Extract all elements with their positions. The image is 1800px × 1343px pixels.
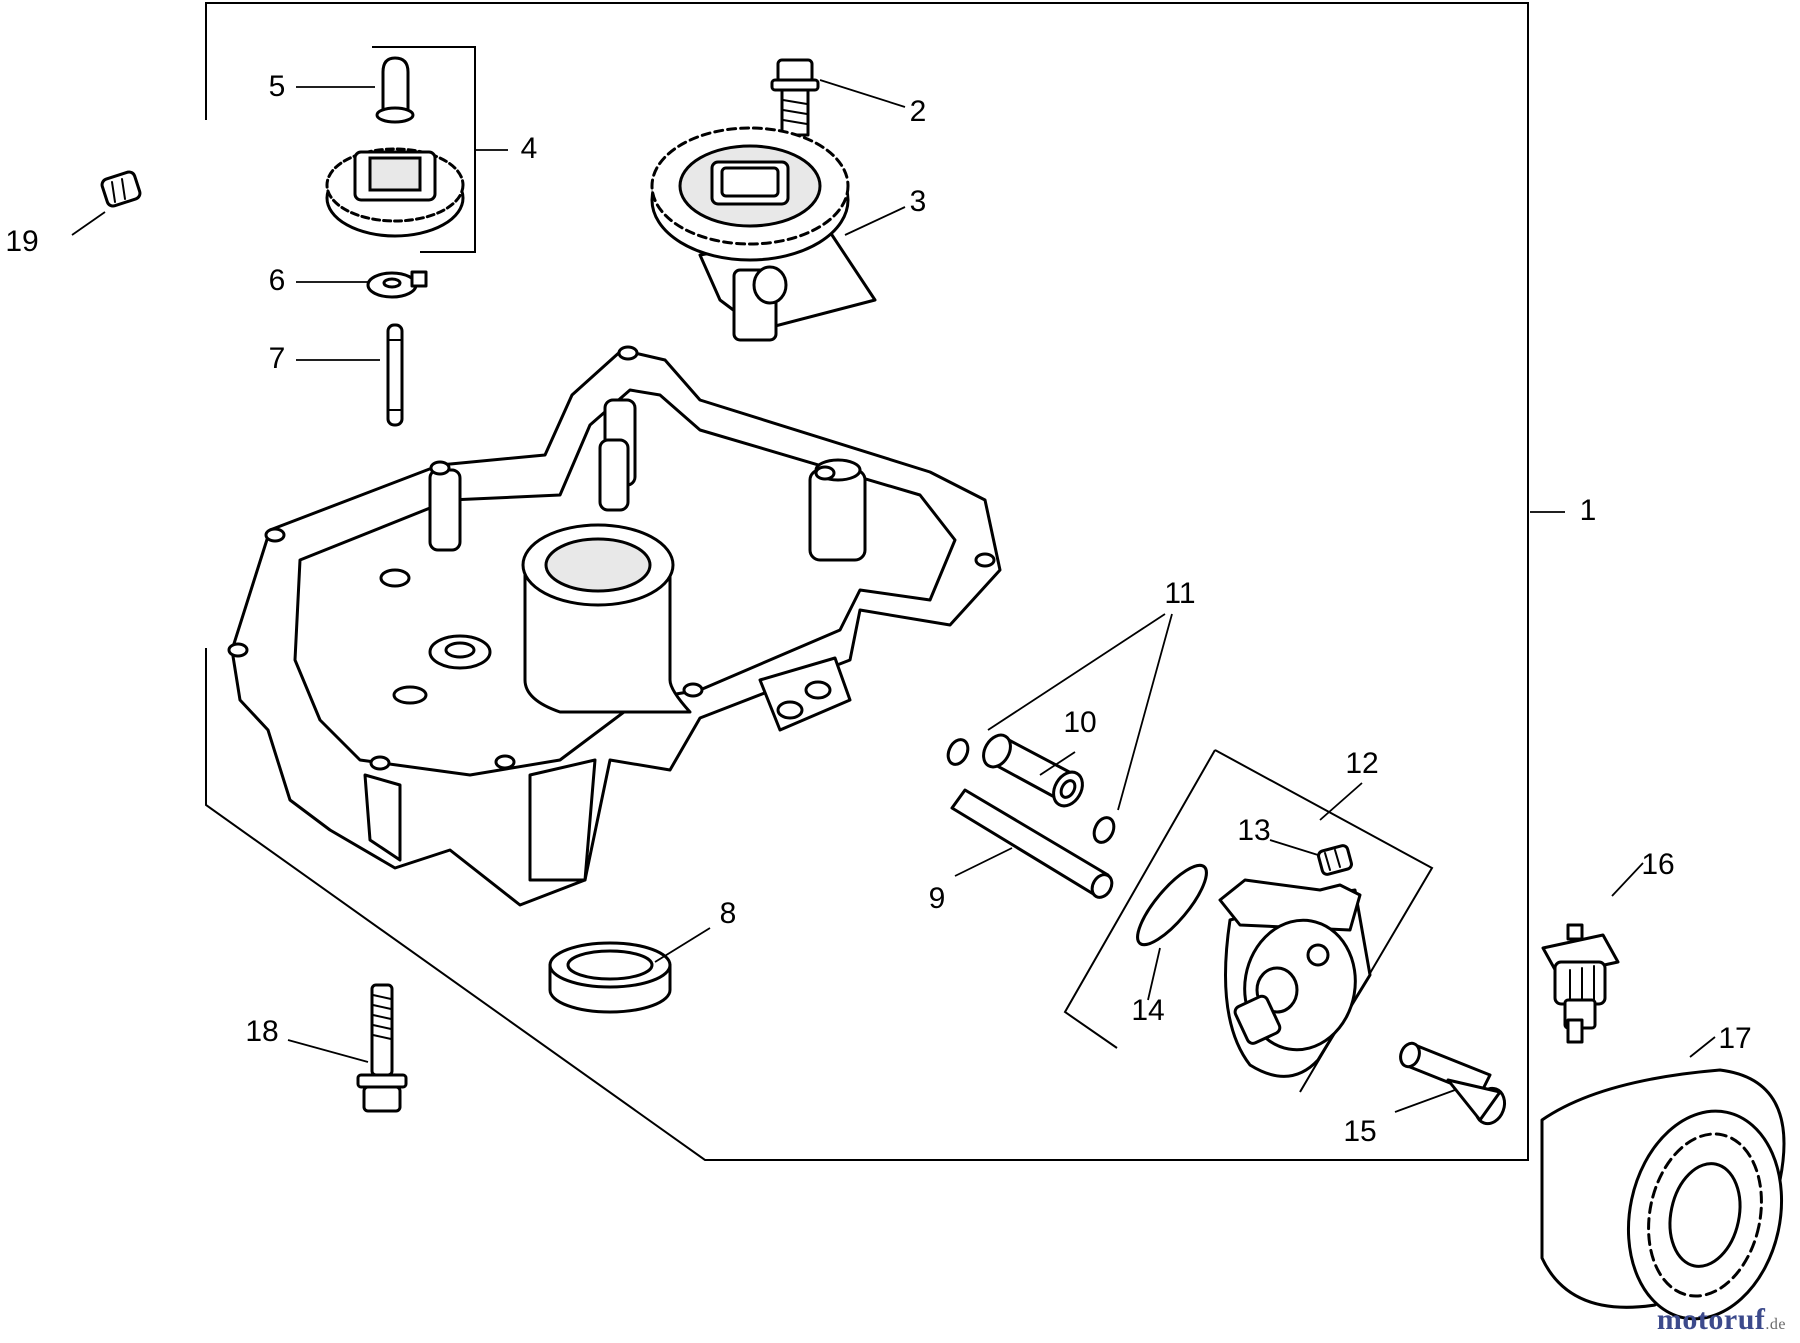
leader-13 — [1269, 839, 1319, 856]
part-6-washer — [366, 270, 428, 299]
callout-10: 10 — [1063, 706, 1096, 739]
leader-11a — [987, 613, 1166, 731]
part-2-bolt — [770, 58, 820, 137]
part-11-o-rings — [946, 738, 1116, 844]
callout-16: 16 — [1641, 848, 1674, 881]
callout-14: 14 — [1131, 994, 1164, 1027]
callout-15: 15 — [1343, 1115, 1376, 1148]
part-9-tube — [950, 788, 1114, 899]
part-8-seal — [548, 941, 672, 1014]
leader-17 — [1689, 1036, 1716, 1058]
leader-11b — [1117, 613, 1173, 811]
part-3-governor-gear — [650, 126, 877, 342]
callout-2: 2 — [910, 95, 927, 128]
callout-7: 7 — [269, 342, 286, 375]
leader-16 — [1611, 862, 1644, 897]
callout-3: 3 — [910, 185, 927, 218]
callout-6: 6 — [269, 264, 286, 297]
callout-12: 12 — [1345, 747, 1378, 780]
callout-4: 4 — [521, 132, 538, 165]
leader-9 — [954, 847, 1013, 877]
callout-9: 9 — [929, 882, 946, 915]
part-13-set-screw — [1317, 844, 1353, 876]
leader-2 — [819, 79, 906, 108]
part-4-gear — [325, 147, 465, 238]
leader-lines — [71, 79, 1716, 1113]
callout-1: 1 — [1580, 494, 1597, 527]
watermark-tld: .de — [1765, 1316, 1786, 1333]
part-15-bolt — [1399, 1041, 1507, 1126]
part-5-cap — [375, 56, 415, 124]
crankcase-cover — [227, 345, 1002, 907]
part-16-switch — [1541, 923, 1620, 1044]
callout-19: 19 — [5, 225, 38, 258]
assembly-frame — [205, 2, 1529, 1161]
leader-12 — [1319, 782, 1363, 821]
watermark-brand: motoruf — [1656, 1303, 1766, 1336]
leader-19 — [71, 211, 106, 236]
leader-15 — [1394, 1089, 1456, 1113]
callout-13: 13 — [1237, 814, 1270, 847]
part-7-pin — [386, 323, 404, 427]
part-14-o-ring — [1136, 863, 1208, 947]
leader-14 — [1147, 947, 1161, 1001]
callout-17: 17 — [1718, 1022, 1751, 1055]
leader-3 — [844, 206, 906, 236]
leader-18 — [287, 1039, 369, 1063]
part-17-oil-filter — [1540, 1068, 1786, 1321]
callout-18: 18 — [245, 1015, 278, 1048]
watermark: motoruf.de — [1657, 1303, 1786, 1337]
callout-labels: 1 2 3 4 5 6 7 8 9 10 11 12 13 14 15 16 1… — [5, 70, 1751, 1148]
part-18-stud-bolt — [356, 983, 408, 1113]
callout-5: 5 — [269, 70, 286, 103]
callout-11: 11 — [1164, 577, 1195, 610]
part-19-plug — [100, 170, 142, 208]
leader-8 — [654, 927, 711, 963]
part-10-sleeve — [982, 733, 1084, 808]
part-12-oil-pump — [1218, 878, 1372, 1078]
leader-10 — [1039, 751, 1076, 776]
callout-8: 8 — [720, 897, 737, 930]
